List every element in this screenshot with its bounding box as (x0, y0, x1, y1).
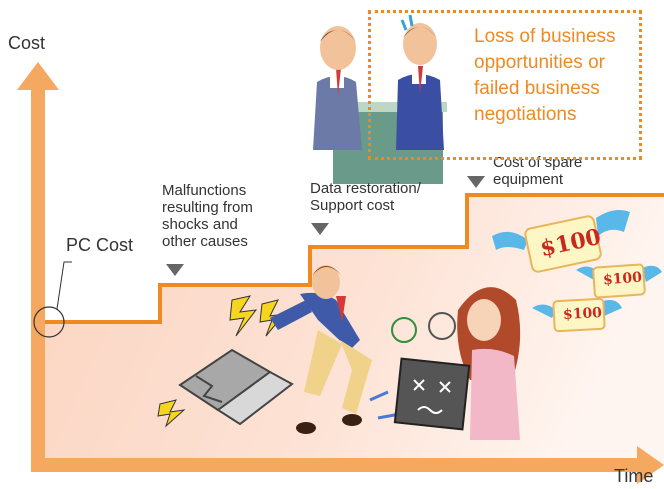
malfunction-pointer (166, 264, 184, 276)
y-axis (17, 62, 59, 471)
money-note-small-2: $100 (562, 304, 603, 324)
x-axis-label: Time (614, 466, 654, 486)
cost-line (45, 193, 664, 324)
restoration-pointer (311, 223, 329, 235)
pc-cost-marker (33, 306, 65, 338)
callout-box (368, 10, 642, 160)
pc-cost-label: PC Cost (66, 235, 134, 255)
businessmen-meeting-icon (313, 14, 447, 184)
y-axis-label: Cost (8, 33, 46, 53)
data-restoration-label: Data restoration/ Support cost (310, 180, 421, 214)
malfunction-label: Malfunctions resulting from shocks and o… (162, 182, 253, 250)
flying-money-icon (492, 210, 662, 333)
spare-pointer (467, 176, 485, 188)
x-axis (31, 446, 664, 484)
money-note-small-1: $100 (602, 269, 643, 289)
callout-text: Loss of business opportunities or failed… (474, 26, 616, 125)
frustrated-woman-icon (391, 287, 521, 440)
pc-cost-leader (56, 261, 72, 310)
falling-man-icon (270, 265, 401, 434)
